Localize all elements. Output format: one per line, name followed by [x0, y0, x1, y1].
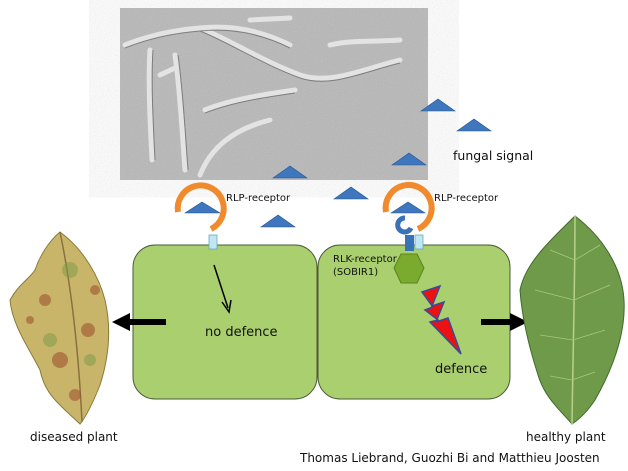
rlk-receptor-sobir1-icon — [393, 215, 425, 284]
no-defence-label: no defence — [205, 325, 278, 340]
transmembrane-domain-right — [414, 234, 424, 250]
rlp-receptor-right-icon — [382, 182, 435, 232]
rlp-receptor-left-icon — [174, 182, 227, 232]
rlp-receptor-label-right: RLP-receptor — [434, 193, 499, 204]
healthy-plant-label: healthy plant — [526, 430, 606, 444]
credits-text: Thomas Liebrand, Guozhi Bi and Matthieu … — [299, 451, 600, 465]
transmembrane-domain-left — [208, 234, 218, 250]
healthy-leaf-image — [519, 215, 625, 425]
signal-triangle-icon — [333, 186, 369, 200]
signal-triangle-icon — [272, 165, 308, 179]
signal-triangle-icon — [260, 214, 296, 228]
signal-triangle-icon — [391, 152, 427, 166]
signal-triangle-icon — [183, 201, 222, 214]
arrow-left-icon — [112, 313, 166, 331]
rlk-receptor-label: RLK-receptor — [333, 254, 398, 265]
fungal-signal-triangles — [183, 98, 492, 228]
signal-triangle-icon — [456, 118, 492, 132]
diseased-plant-label: diseased plant — [30, 430, 118, 444]
rlp-receptor-label-left: RLP-receptor — [226, 193, 291, 204]
sobir1-hexagon-icon — [393, 253, 425, 284]
signal-triangle-icon — [389, 201, 427, 214]
defence-label: defence — [435, 362, 487, 377]
signal-arrow-icon — [213, 264, 232, 314]
lightning-defence-icon — [420, 284, 462, 355]
sobir1-label: (SOBIR1) — [333, 267, 378, 278]
signal-triangle-icon — [420, 98, 456, 112]
arrow-right-icon — [481, 313, 528, 331]
fungal-hyphae-micrograph — [120, 8, 428, 180]
fungal-signal-label: fungal signal — [453, 148, 533, 163]
diseased-leaf-image — [9, 231, 110, 425]
